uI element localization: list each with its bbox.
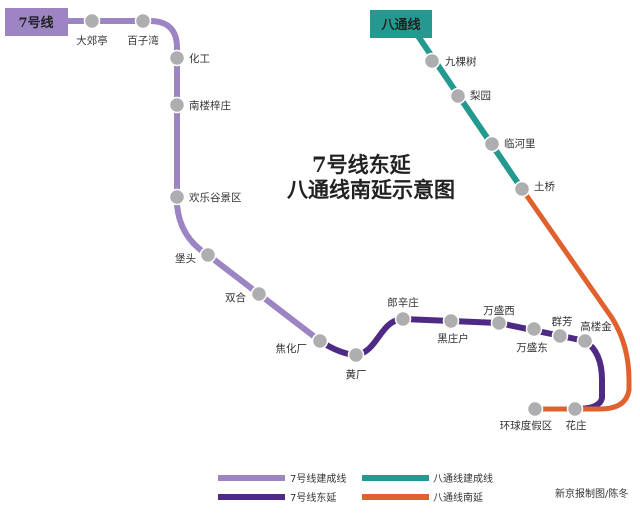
station-label: 黑庄户 xyxy=(437,332,469,345)
station-dot[interactable] xyxy=(83,12,101,30)
legend-label: 7号线东延 xyxy=(290,491,336,504)
legend-swatch-batong-ext xyxy=(362,494,429,500)
station-label: 环球度假区 xyxy=(500,419,553,432)
station-label: 焦化厂 xyxy=(276,342,308,355)
station-label: 堡头 xyxy=(175,252,196,265)
map-title-line2: 八通线南延示意图 xyxy=(287,177,455,202)
batong-badge: 八通线 xyxy=(370,10,432,38)
batong-extension-track xyxy=(519,187,632,412)
station-dot[interactable] xyxy=(168,96,186,114)
station-label: 百子湾 xyxy=(127,34,159,47)
legend-swatch-line7-ext xyxy=(218,494,285,500)
station-label: 双合 xyxy=(225,291,246,304)
credit: 新京报制图/陈冬 xyxy=(555,487,628,500)
station-dot[interactable] xyxy=(134,12,152,30)
legend: 7号线建成线 八通线建成线 7号线东延 八通线南延 xyxy=(218,472,493,504)
station-label: 欢乐谷景区 xyxy=(189,191,242,204)
station-label: 万盛东 xyxy=(516,341,548,354)
legend-label: 7号线建成线 xyxy=(290,472,346,485)
station-label: 大郊亭 xyxy=(76,34,108,47)
station-dot[interactable] xyxy=(576,332,594,350)
station-dot[interactable] xyxy=(168,49,186,67)
line7-badge: 7号线 xyxy=(5,8,68,36)
stations: 大郊亭 百子湾 化工 南楼梓庄 欢乐谷景区 堡头 双合 焦化厂 黄厂 郎辛庄 黑… xyxy=(76,12,612,432)
station-label: 土桥 xyxy=(534,180,555,193)
station-label: 黄厂 xyxy=(346,368,367,381)
station-dot[interactable] xyxy=(483,135,501,153)
station-label: 高楼金 xyxy=(580,320,612,333)
station-label: 郎辛庄 xyxy=(387,296,419,309)
legend-swatch-line7-built xyxy=(218,475,285,481)
station-dot[interactable] xyxy=(525,320,543,338)
station-label: 群芳 xyxy=(552,315,573,328)
station-dot[interactable] xyxy=(250,285,268,303)
line7-name: 7号线 xyxy=(18,15,53,31)
station-label: 梨园 xyxy=(470,89,491,102)
line7-built-track xyxy=(68,18,322,344)
station-label: 南楼梓庄 xyxy=(189,99,231,112)
station-dot[interactable] xyxy=(347,346,365,364)
station-label: 临河里 xyxy=(504,137,536,150)
station-dot[interactable] xyxy=(490,314,508,332)
station-dot[interactable] xyxy=(311,332,329,350)
station-dot[interactable] xyxy=(394,310,412,328)
station-dot[interactable] xyxy=(513,180,531,198)
legend-label: 八通线建成线 xyxy=(433,472,493,485)
station-dot[interactable] xyxy=(168,188,186,206)
legend-swatch-batong-built xyxy=(362,475,429,481)
map-title-line1: 7号线东延 xyxy=(312,152,412,177)
station-dot[interactable] xyxy=(442,312,460,330)
station-dot[interactable] xyxy=(199,246,217,264)
station-dot[interactable] xyxy=(449,87,467,105)
station-label: 化工 xyxy=(189,52,210,65)
station-dot[interactable] xyxy=(423,52,441,70)
station-label: 九棵树 xyxy=(445,55,477,68)
station-dot[interactable] xyxy=(566,400,584,418)
legend-label: 八通线南延 xyxy=(433,491,483,504)
station-dot[interactable] xyxy=(551,327,569,345)
batong-name: 八通线 xyxy=(380,17,420,33)
station-dot[interactable] xyxy=(526,400,544,418)
station-label: 花庄 xyxy=(566,419,587,432)
station-label: 万盛西 xyxy=(483,304,515,317)
